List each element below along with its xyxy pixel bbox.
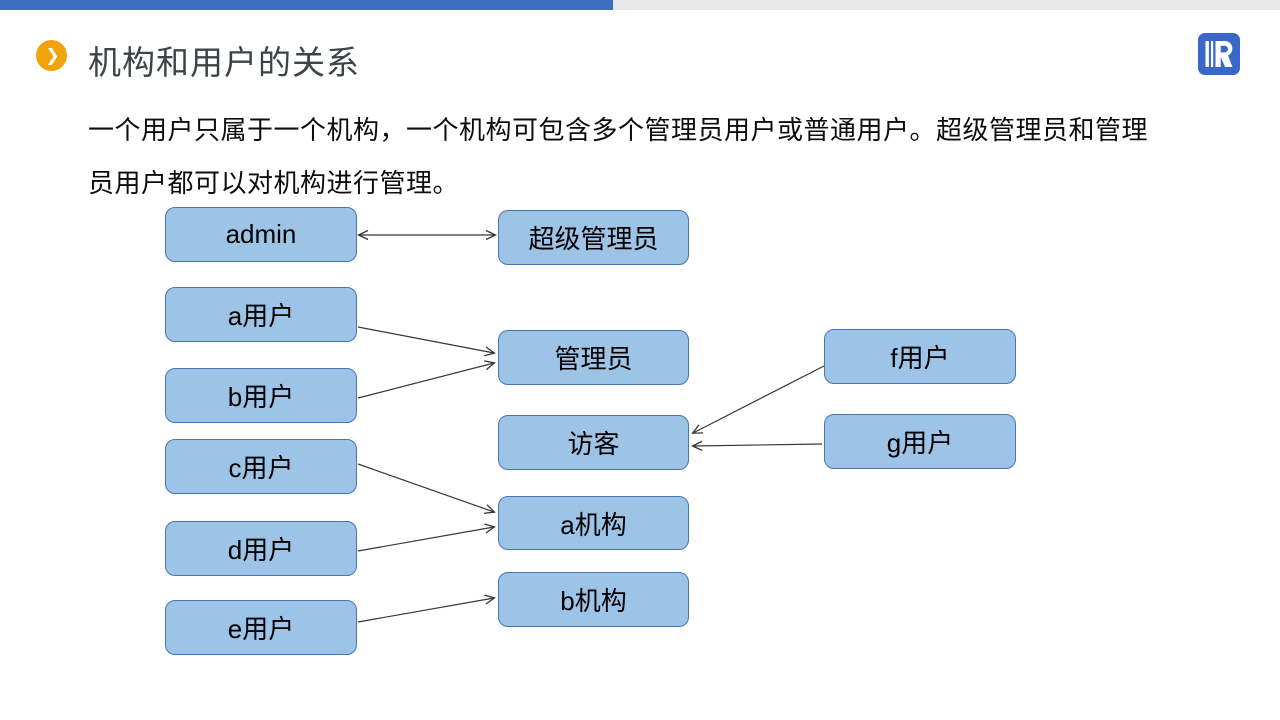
node-org-a: a机构	[498, 496, 689, 550]
node-user-a: a用户	[165, 287, 357, 342]
company-logo-icon	[1198, 33, 1240, 75]
node-label-super-admin: 超级管理员	[528, 224, 659, 254]
top-accent-bar-gray	[613, 0, 1280, 10]
edge-user-d-to-org-a	[357, 527, 494, 552]
chevron-right-icon: ❯	[45, 46, 60, 65]
node-label-user-e: e用户	[227, 614, 295, 644]
node-label-user-g: g用户	[886, 428, 954, 458]
top-accent-bar-blue	[0, 0, 613, 10]
node-admin-role: 管理员	[498, 330, 689, 385]
node-label-user-f: f用户	[890, 343, 950, 373]
edge-user-b-to-admin-role	[357, 363, 494, 399]
node-label-org-b: b机构	[560, 586, 627, 616]
page-title: 机构和用户的关系	[88, 44, 360, 81]
node-user-e: e用户	[165, 600, 357, 655]
node-label-guest: 访客	[567, 429, 620, 459]
node-admin: admin	[165, 207, 357, 262]
description-line-2: 员用户都可以对机构进行管理。	[88, 168, 460, 198]
node-label-admin-role: 管理员	[554, 344, 633, 374]
description-text: 一个用户只属于一个机构，一个机构可包含多个管理员用户或普通用户。超级管理员和管理…	[88, 104, 1188, 210]
edge-user-c-to-org-a	[357, 463, 494, 512]
edge-user-f-to-guest	[693, 365, 825, 433]
node-label-user-c: c用户	[228, 453, 294, 483]
node-user-b: b用户	[165, 368, 357, 423]
node-label-user-b: b用户	[227, 382, 295, 412]
node-user-d: d用户	[165, 521, 357, 576]
node-user-c: c用户	[165, 439, 357, 494]
node-label-admin: admin	[225, 219, 297, 249]
node-org-b: b机构	[498, 572, 689, 627]
node-user-f: f用户	[824, 329, 1016, 384]
top-accent-bar	[0, 0, 1280, 10]
node-guest: 访客	[498, 415, 689, 470]
edge-user-a-to-admin-role	[357, 326, 494, 353]
edge-user-e-to-org-b	[357, 598, 494, 623]
node-user-g: g用户	[824, 414, 1016, 469]
description-line-1: 一个用户只属于一个机构，一个机构可包含多个管理员用户或普通用户。超级管理员和管理	[88, 115, 1149, 145]
node-super-admin: 超级管理员	[498, 210, 689, 265]
node-label-user-a: a用户	[227, 301, 295, 331]
edge-user-g-to-guest	[693, 444, 823, 446]
node-label-org-a: a机构	[560, 509, 627, 540]
title-bullet-icon: ❯	[36, 40, 67, 71]
node-label-user-d: d用户	[227, 535, 295, 565]
